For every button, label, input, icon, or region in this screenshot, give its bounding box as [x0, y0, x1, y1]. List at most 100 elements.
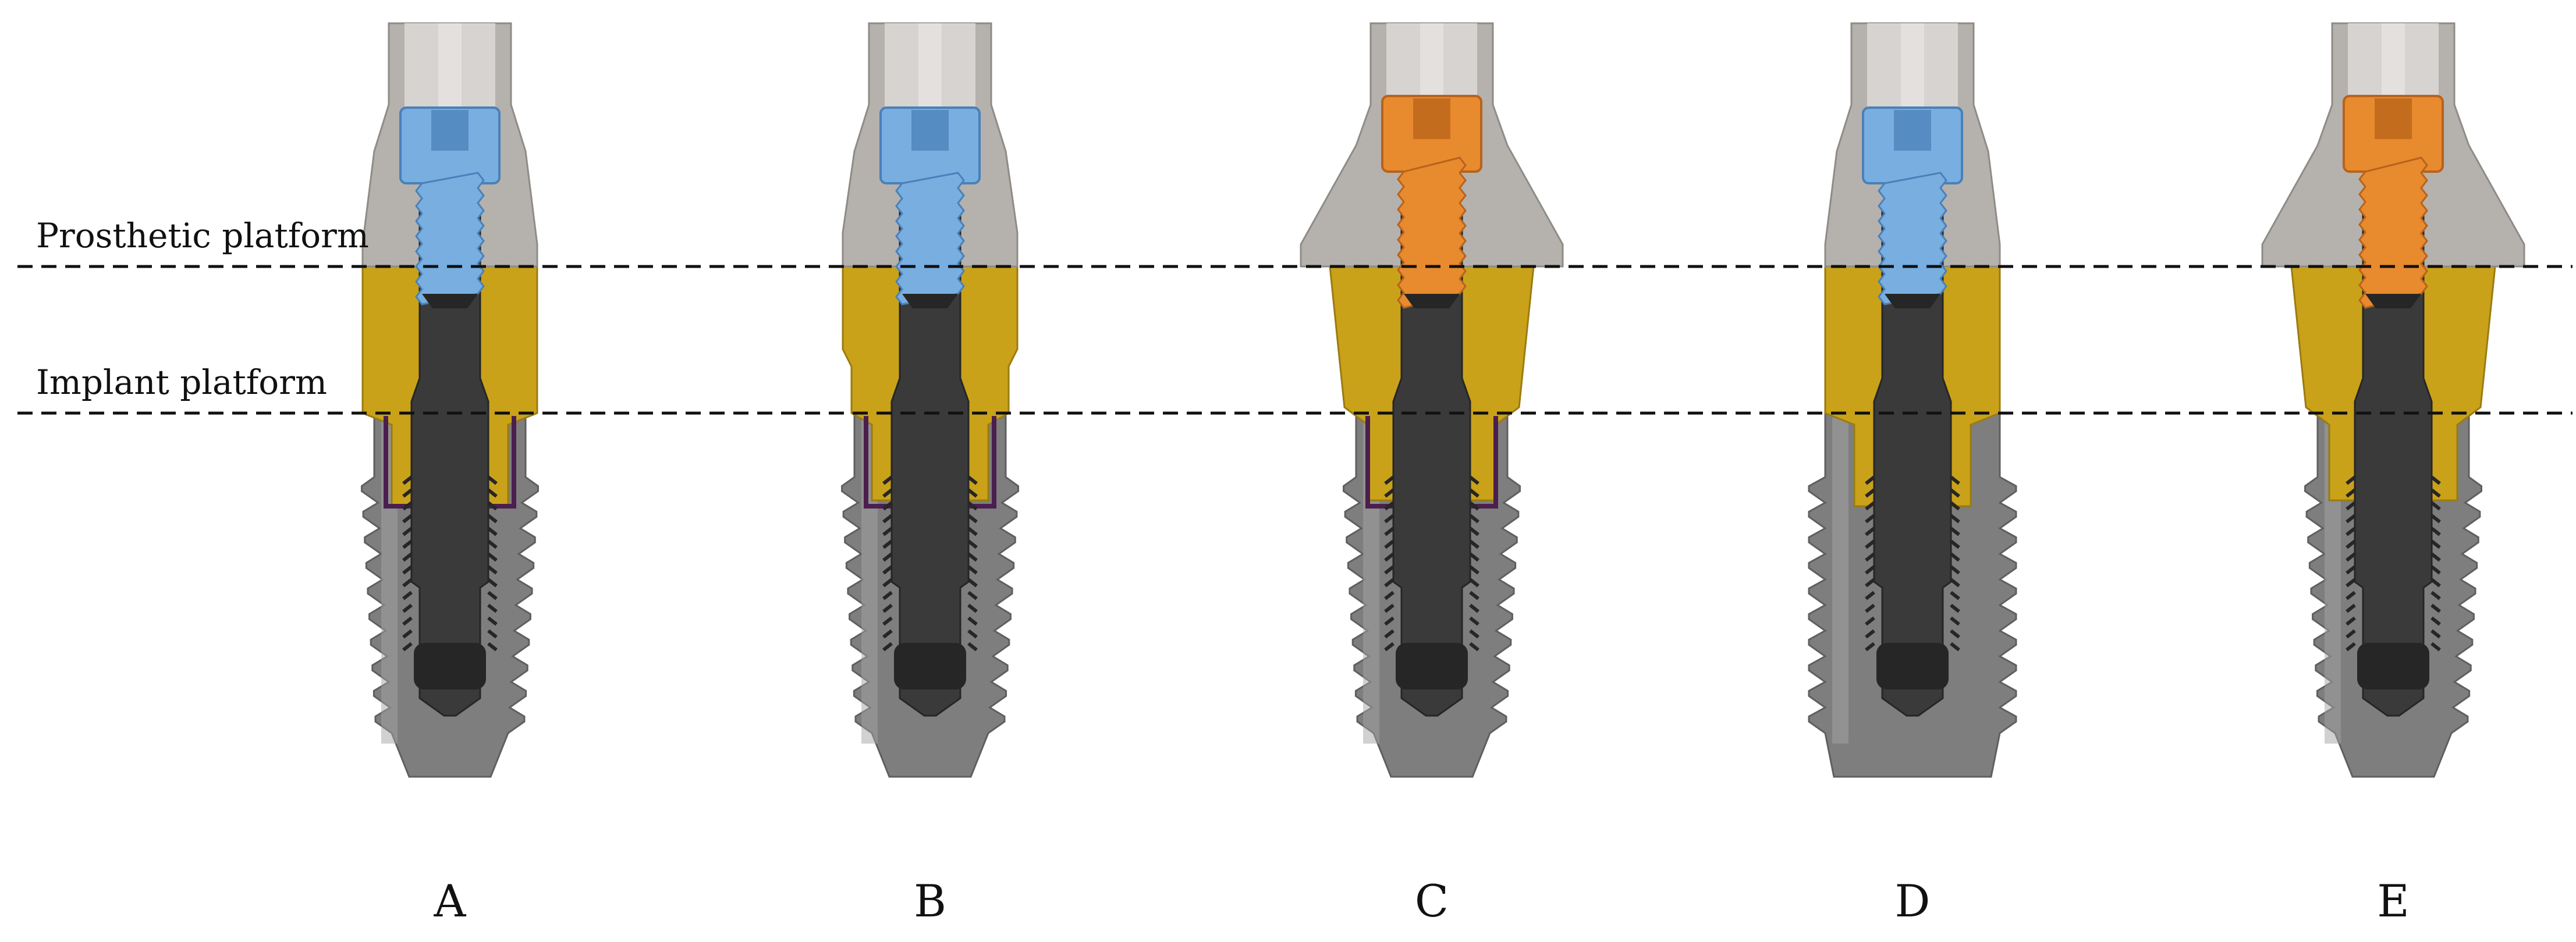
internal-thread [1950, 488, 1960, 498]
internal-thread [1865, 527, 1875, 536]
internal-thread [1950, 578, 1960, 588]
internal-thread [967, 527, 978, 536]
internal-thread [487, 616, 498, 626]
internal-thread [1469, 603, 1479, 613]
internal-thread [1865, 603, 1875, 613]
internal-thread [967, 552, 978, 562]
internal-thread [1950, 527, 1960, 536]
internal-thread [2346, 629, 2356, 639]
implant-apical-cavity [2357, 643, 2429, 689]
internal-thread [2346, 514, 2356, 524]
internal-thread [1384, 552, 1395, 562]
screw-shaft [895, 172, 965, 305]
screw-tip [2365, 294, 2421, 308]
panel-label-c: C [1415, 875, 1449, 927]
internal-thread [882, 539, 893, 549]
internal-thread [967, 578, 978, 588]
internal-thread [882, 514, 893, 524]
internal-thread [2346, 501, 2356, 511]
internal-thread [402, 591, 413, 600]
internal-thread [1950, 642, 1960, 652]
implant-apical-cavity [1396, 643, 1468, 689]
internal-thread [1950, 539, 1960, 549]
internal-thread [967, 565, 978, 575]
internal-thread [2346, 552, 2356, 562]
internal-thread [1865, 565, 1875, 575]
internal-thread [1865, 616, 1875, 626]
internal-thread [967, 514, 978, 524]
reference-lines: Prosthetic platform Implant platform [17, 216, 2573, 415]
internal-thread [402, 565, 413, 575]
internal-thread [1384, 514, 1395, 524]
screw-hex-socket [1413, 98, 1450, 139]
screw-shaft [1878, 172, 1947, 305]
implant-apical-cavity [894, 643, 966, 689]
internal-thread [1950, 629, 1960, 639]
internal-thread [487, 642, 498, 652]
internal-thread [2346, 527, 2356, 536]
internal-post [1873, 208, 1952, 717]
internal-thread [1950, 565, 1960, 575]
internal-thread [1950, 514, 1960, 524]
internal-thread [1865, 488, 1875, 498]
internal-thread [1469, 578, 1479, 588]
internal-thread [882, 603, 893, 613]
internal-thread [487, 514, 498, 524]
internal-thread [967, 616, 978, 626]
internal-thread [1384, 603, 1395, 613]
implant-a [361, 22, 539, 778]
internal-thread [1865, 552, 1875, 562]
internal-thread [882, 629, 893, 639]
internal-thread [1865, 539, 1875, 549]
abutment-channel-shine [1901, 23, 1924, 111]
internal-thread [967, 501, 978, 511]
internal-thread [882, 616, 893, 626]
internal-thread [2346, 616, 2356, 626]
internal-thread [1865, 475, 1875, 485]
internal-thread [402, 539, 413, 549]
internal-thread [2346, 565, 2356, 575]
internal-thread [487, 488, 498, 498]
internal-thread [1384, 642, 1395, 652]
internal-thread [2346, 475, 2356, 485]
internal-thread [402, 603, 413, 613]
panel-label-a: A [434, 875, 467, 927]
implant-e [2261, 22, 2525, 778]
internal-thread [1469, 514, 1479, 524]
internal-thread [1469, 629, 1479, 639]
internal-thread [2430, 565, 2441, 575]
internal-thread [1469, 539, 1479, 549]
internal-thread [2346, 539, 2356, 549]
screw-hex-socket [431, 110, 469, 151]
internal-thread [2430, 514, 2441, 524]
internal-thread [967, 475, 978, 485]
panel-label-d: D [1895, 875, 1931, 927]
internal-thread [2430, 475, 2441, 485]
internal-thread [2430, 642, 2441, 652]
internal-thread [2430, 578, 2441, 588]
screw-shaft [2358, 157, 2428, 309]
screw-hex-socket [2375, 98, 2412, 139]
screw-hex-socket [1894, 110, 1931, 151]
internal-thread [1950, 552, 1960, 562]
internal-thread [2430, 629, 2441, 639]
panel-labels: A B C D E [434, 875, 2410, 927]
screw-hex-socket [911, 110, 949, 151]
internal-thread [882, 552, 893, 562]
abutment-channel-shine [438, 23, 462, 111]
internal-thread [882, 527, 893, 536]
internal-thread [1384, 578, 1395, 588]
internal-thread [882, 578, 893, 588]
internal-thread [1469, 616, 1479, 626]
screw-shaft [1397, 157, 1467, 309]
internal-thread [1384, 616, 1395, 626]
internal-thread [1865, 629, 1875, 639]
internal-thread [487, 603, 498, 613]
internal-thread [2346, 603, 2356, 613]
internal-thread [967, 488, 978, 498]
internal-thread [402, 629, 413, 639]
internal-thread [2430, 539, 2441, 549]
internal-thread [402, 488, 413, 498]
internal-thread [2430, 591, 2441, 600]
